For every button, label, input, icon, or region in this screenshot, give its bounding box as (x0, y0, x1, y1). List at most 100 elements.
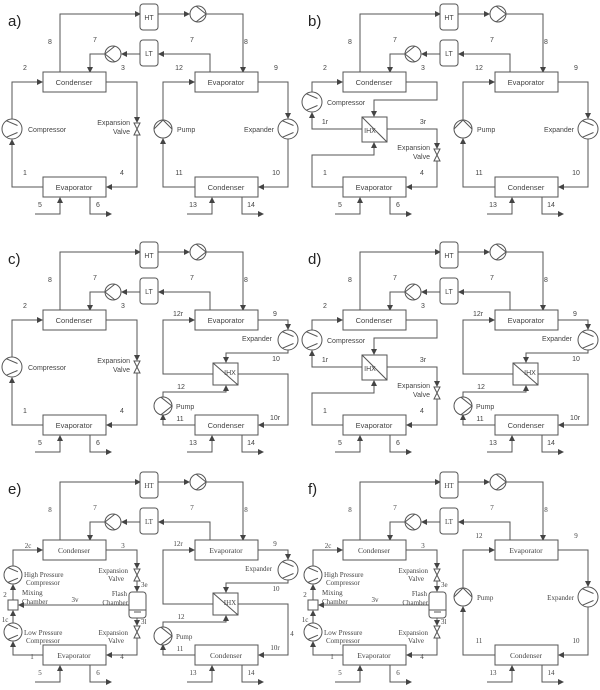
hot-line-8b (506, 251, 546, 311)
label-s3l: 3l (441, 618, 447, 626)
label-s11: 11 (475, 170, 482, 177)
label-s1c: 1c (302, 616, 309, 624)
label-s2: 2 (323, 65, 327, 72)
sink-in-13 (487, 665, 515, 683)
hot-line-8 (59, 479, 141, 540)
pump-icon (153, 626, 173, 646)
label-s11: 11 (177, 645, 184, 653)
label-s9: 9 (273, 311, 277, 318)
ht-tank (439, 471, 459, 499)
label-lp2: Compressor (26, 637, 61, 645)
label-s13: 13 (489, 440, 497, 447)
label-s3: 3 (421, 65, 425, 72)
circle (104, 45, 122, 63)
label-flash2: Chamber (402, 599, 428, 607)
cold-line-7 (87, 53, 105, 73)
label-s4: 4 (120, 170, 124, 177)
ht-pump-icon (189, 243, 207, 261)
label-s12: 12 (475, 65, 483, 72)
source-in-5 (35, 197, 63, 215)
label-evap-bot: Evaporator (356, 421, 393, 430)
flow-line (106, 319, 140, 361)
label-s7a: 7 (393, 37, 397, 44)
label-s4: 4 (120, 408, 124, 415)
label-hp1: High Pressure (324, 571, 363, 579)
label-s1: 1 (323, 408, 327, 415)
label-s3v: 3v (72, 596, 80, 604)
blade (582, 588, 594, 594)
label-pump: Pump (476, 404, 494, 411)
label-s1c: 1c (2, 616, 9, 624)
circle (577, 118, 599, 140)
flow-line (462, 385, 529, 397)
label-s4: 4 (420, 408, 424, 415)
label-evap-top: Evaporator (208, 78, 245, 87)
blade (282, 132, 294, 138)
label-s8b: 8 (244, 506, 248, 514)
compressor-icon (301, 91, 323, 113)
label-s14: 14 (547, 202, 555, 209)
ht-pump-icon (489, 473, 507, 491)
label-ihx-r: IHX (224, 599, 236, 607)
hot-line-8 (359, 479, 441, 540)
flow-line (406, 638, 438, 658)
label-s2: 2 (23, 303, 27, 310)
label-ihx-r: IHX (224, 370, 236, 377)
flow-line (538, 373, 589, 428)
flow-line (558, 319, 591, 330)
label-s7a: 7 (393, 275, 397, 282)
label-lt: LT (445, 289, 453, 296)
circle (489, 243, 507, 261)
blade (307, 567, 319, 573)
expansion-valve-icon (133, 568, 141, 582)
flow-line (258, 139, 289, 190)
label-s7b: 7 (490, 37, 494, 44)
label-ht: HT (444, 482, 454, 490)
blade (306, 331, 318, 337)
flow-line (311, 79, 343, 92)
circle (577, 329, 599, 351)
label-mix2: Chamber (22, 598, 48, 606)
circle (404, 45, 422, 63)
label-s9: 9 (574, 532, 578, 540)
flow-line (106, 549, 140, 569)
cold-line-7 (387, 53, 405, 73)
ihx-diagonal (361, 354, 388, 381)
label-s6: 6 (96, 440, 100, 447)
flow-line (162, 547, 213, 605)
flow-line (106, 135, 138, 190)
label-s7a: 7 (393, 504, 397, 512)
blade (7, 567, 19, 573)
flow-line (311, 317, 343, 330)
flow-line (162, 385, 229, 397)
flow-line (460, 138, 495, 188)
label-lt: LT (445, 51, 453, 58)
low-pressure-compressor-icon (3, 622, 23, 642)
sink-in-13 (487, 435, 515, 453)
label-ht: HT (144, 482, 154, 490)
label-s6: 6 (96, 202, 100, 209)
label-s3: 3 (421, 303, 425, 310)
source-in-5 (35, 435, 63, 453)
source-in-5 (335, 435, 363, 453)
label-s14: 14 (248, 669, 256, 677)
blade (6, 120, 18, 126)
label-s13: 13 (490, 669, 498, 677)
label-cond-bot: Condenser (208, 183, 245, 192)
flow-line (309, 350, 362, 368)
label-pump: Pump (477, 127, 495, 134)
high-pressure-compressor-icon (3, 565, 23, 585)
low-pressure-compressor-icon (303, 622, 323, 642)
label-cond-top: Condenser (358, 546, 391, 555)
label-s8a: 8 (48, 39, 52, 46)
hot-line-8 (359, 249, 441, 310)
hot-line-8 (59, 249, 141, 310)
label-s8a: 8 (348, 277, 352, 284)
blade (282, 120, 294, 126)
label-valve1: Expansion (97, 358, 130, 365)
flow-line (9, 139, 43, 188)
label-s1: 1 (23, 408, 27, 415)
label-lt: LT (445, 518, 454, 526)
